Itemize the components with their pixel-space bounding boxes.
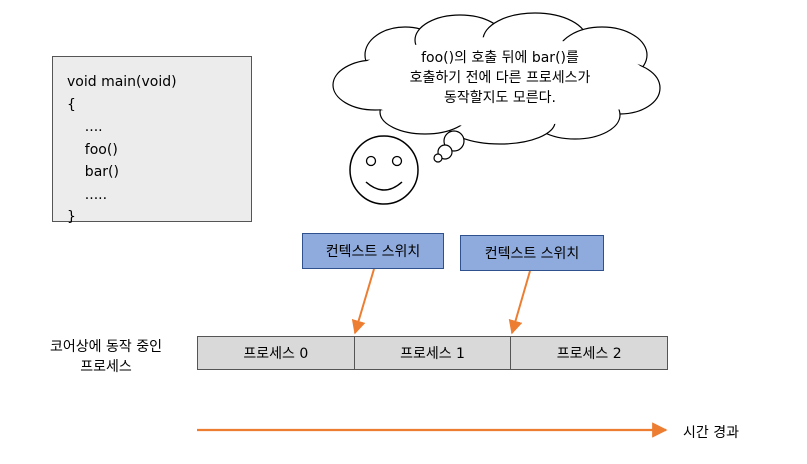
process-cell-2: 프로세스 2: [556, 346, 622, 362]
code-line: void main(void): [67, 74, 177, 90]
code-line: foo(): [67, 141, 118, 158]
thought-line: 동작할지도 모른다.: [444, 90, 556, 106]
code-box: void main(void) { .... foo() bar() .....…: [52, 56, 252, 225]
process-timeline: 프로세스 0 프로세스 1 프로세스 2: [197, 336, 668, 370]
thought-bubble-small: [433, 153, 443, 163]
thought-line: foo()의 호출 뒤에 bar()를: [421, 50, 579, 66]
code-line: ....: [67, 119, 103, 135]
process-cell-0: 프로세스 0: [198, 337, 355, 369]
thought-text: foo()의 호출 뒤에 bar()를 호출하기 전에 다른 프로세스가 동작할…: [360, 48, 640, 108]
context-switch-box-1: 컨텍스트 스위치: [302, 233, 444, 269]
core-label-line: 코어상에 동작 중인: [50, 339, 162, 355]
context-switch-box-2: 컨텍스트 스위치: [460, 235, 604, 271]
context-switch-arrow-1: [351, 268, 375, 335]
code-line: }: [67, 209, 76, 225]
smiley-face-icon: [349, 135, 419, 205]
time-axis-label: 시간 경과: [683, 425, 739, 441]
code-line: .....: [67, 186, 108, 203]
core-label: 코어상에 동작 중인 프로세스: [20, 337, 192, 377]
process-cell-1: 프로세스 1: [355, 337, 512, 369]
code-line: {: [67, 96, 76, 113]
code-line: bar(): [67, 164, 119, 180]
thought-line: 호출하기 전에 다른 프로세스가: [409, 70, 591, 86]
core-label-line: 프로세스: [80, 359, 132, 375]
context-switch-arrow-2: [508, 270, 531, 335]
